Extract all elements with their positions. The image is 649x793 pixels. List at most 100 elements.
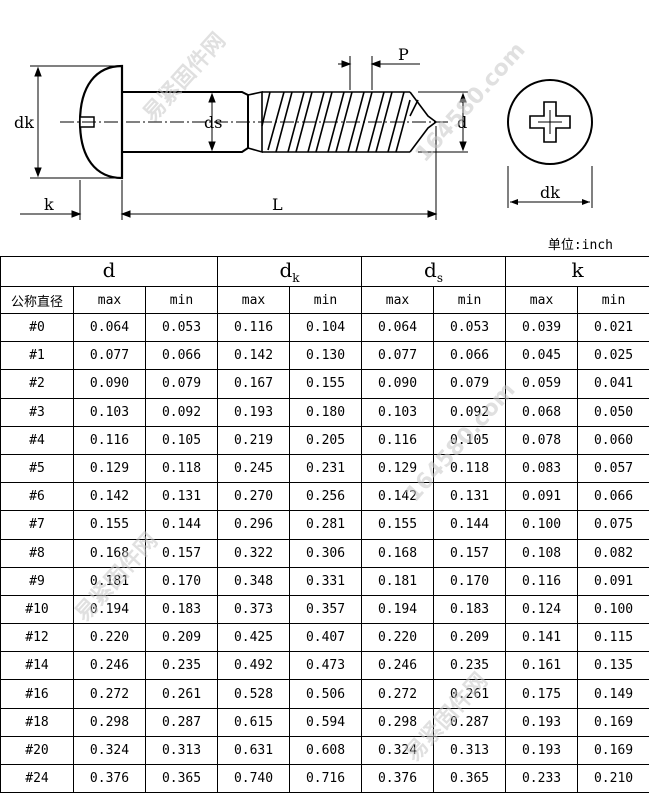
value-cell: 0.193: [506, 736, 578, 764]
nominal-size-cell: #1: [1, 342, 74, 370]
nominal-size-cell: #18: [1, 708, 74, 736]
value-cell: 0.357: [290, 595, 362, 623]
nominal-size-cell: #6: [1, 483, 74, 511]
group-header-d: d: [1, 257, 218, 287]
ds-min-header: min: [434, 287, 506, 314]
value-cell: 0.272: [362, 680, 434, 708]
value-cell: 0.129: [362, 454, 434, 482]
value-cell: 0.068: [506, 398, 578, 426]
value-cell: 0.060: [578, 426, 649, 454]
value-cell: 0.104: [290, 314, 362, 342]
value-cell: 0.092: [146, 398, 218, 426]
value-cell: 0.407: [290, 624, 362, 652]
value-cell: 0.246: [74, 652, 146, 680]
value-cell: 0.716: [290, 765, 362, 793]
value-cell: 0.183: [146, 595, 218, 623]
value-cell: 0.528: [218, 680, 290, 708]
nominal-size-cell: #3: [1, 398, 74, 426]
value-cell: 0.365: [434, 765, 506, 793]
value-cell: 0.246: [362, 652, 434, 680]
nominal-size-cell: #24: [1, 765, 74, 793]
value-cell: 0.116: [362, 426, 434, 454]
value-cell: 0.219: [218, 426, 290, 454]
value-cell: 0.235: [434, 652, 506, 680]
value-cell: 0.324: [362, 736, 434, 764]
value-cell: 0.050: [578, 398, 649, 426]
value-cell: 0.066: [146, 342, 218, 370]
value-cell: 0.157: [146, 539, 218, 567]
value-cell: 0.170: [434, 567, 506, 595]
value-cell: 0.261: [146, 680, 218, 708]
value-cell: 0.130: [290, 342, 362, 370]
value-cell: 0.025: [578, 342, 649, 370]
value-cell: 0.506: [290, 680, 362, 708]
value-cell: 0.231: [290, 454, 362, 482]
value-cell: 0.116: [74, 426, 146, 454]
value-cell: 0.092: [434, 398, 506, 426]
value-cell: 0.021: [578, 314, 649, 342]
value-cell: 0.313: [434, 736, 506, 764]
screw-shank: [122, 92, 248, 152]
value-cell: 0.194: [362, 595, 434, 623]
value-cell: 0.100: [506, 511, 578, 539]
value-cell: 0.141: [506, 624, 578, 652]
value-cell: 0.135: [578, 652, 649, 680]
value-cell: 0.118: [434, 454, 506, 482]
value-cell: 0.090: [74, 370, 146, 398]
dim-d-label: d: [457, 113, 467, 132]
value-cell: 0.608: [290, 736, 362, 764]
value-cell: 0.331: [290, 567, 362, 595]
value-cell: 0.075: [578, 511, 649, 539]
group-header-row: d dk ds k: [1, 257, 649, 287]
nominal-size-cell: #7: [1, 511, 74, 539]
value-cell: 0.261: [434, 680, 506, 708]
value-cell: 0.155: [290, 370, 362, 398]
value-cell: 0.144: [434, 511, 506, 539]
dim-dk-end-label: dk: [540, 183, 560, 202]
value-cell: 0.631: [218, 736, 290, 764]
value-cell: 0.615: [218, 708, 290, 736]
k-max-header: max: [506, 287, 578, 314]
dk-min-header: min: [290, 287, 362, 314]
value-cell: 0.090: [362, 370, 434, 398]
value-cell: 0.169: [578, 736, 649, 764]
value-cell: 0.473: [290, 652, 362, 680]
d-min-header: min: [146, 287, 218, 314]
value-cell: 0.039: [506, 314, 578, 342]
group-header-k: k: [506, 257, 649, 287]
value-cell: 0.373: [218, 595, 290, 623]
value-cell: 0.105: [434, 426, 506, 454]
value-cell: 0.103: [74, 398, 146, 426]
value-cell: 0.296: [218, 511, 290, 539]
value-cell: 0.064: [74, 314, 146, 342]
value-cell: 0.168: [74, 539, 146, 567]
nominal-size-cell: #12: [1, 624, 74, 652]
value-cell: 0.272: [74, 680, 146, 708]
value-cell: 0.348: [218, 567, 290, 595]
value-cell: 0.365: [146, 765, 218, 793]
value-cell: 0.155: [74, 511, 146, 539]
value-cell: 0.091: [578, 567, 649, 595]
nominal-size-cell: #8: [1, 539, 74, 567]
dim-ds-label: ds: [204, 113, 222, 132]
value-cell: 0.205: [290, 426, 362, 454]
value-cell: 0.041: [578, 370, 649, 398]
value-cell: 0.298: [74, 708, 146, 736]
nominal-size-cell: #16: [1, 680, 74, 708]
value-cell: 0.149: [578, 680, 649, 708]
value-cell: 0.233: [506, 765, 578, 793]
value-cell: 0.131: [146, 483, 218, 511]
